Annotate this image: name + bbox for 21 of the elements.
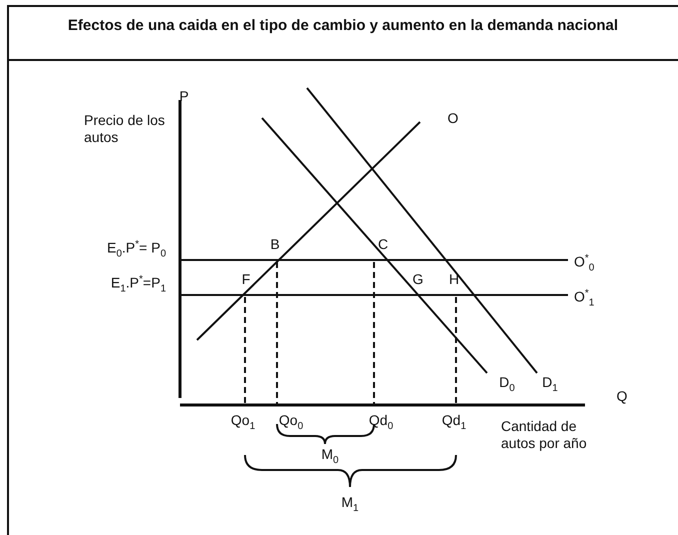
tick-label: Qo$_{1}$ bbox=[230, 412, 256, 434]
price-label: E$_{1}$.P$^{*}$=P$_{1}$ bbox=[110, 273, 166, 296]
bracket-label: M$_{1}$ bbox=[341, 494, 359, 516]
point-label: C bbox=[378, 236, 388, 253]
axis-label: Precio de los autos bbox=[84, 112, 166, 146]
curve-label: O bbox=[448, 110, 458, 127]
price-label: E$_{0}$.P$^{*}$= P$_{0}$ bbox=[106, 238, 166, 262]
point-label: H bbox=[448, 271, 460, 288]
chart-title: Efectos de una caida en el tipo de cambio y aumento en la demanda nacional bbox=[66, 16, 620, 36]
tick-label: Qd$_{1}$ bbox=[442, 412, 466, 434]
point-label: G bbox=[412, 271, 424, 288]
tick-label: Qo$_{0}$ bbox=[278, 412, 304, 434]
axis-label: Cantidad de autos por año bbox=[501, 418, 588, 452]
axis-label: P bbox=[179, 88, 189, 105]
curve-label: D$_{0}$ bbox=[499, 374, 515, 396]
point-label: B bbox=[270, 236, 280, 253]
tick-label: Qd$_{0}$ bbox=[368, 412, 394, 434]
curve-label: D$_{1}$ bbox=[542, 374, 558, 396]
axis-label: Q bbox=[616, 388, 628, 405]
bracket-label: M$_{0}$ bbox=[321, 446, 339, 468]
point-label: F bbox=[242, 271, 250, 288]
